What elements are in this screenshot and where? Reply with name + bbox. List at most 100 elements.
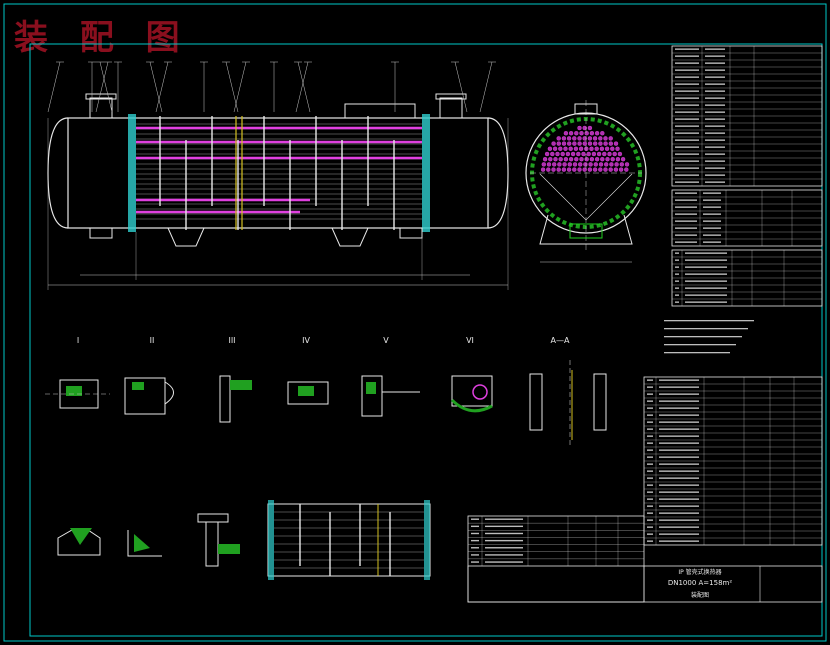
tube-hole (593, 162, 598, 167)
view-label-5: V (383, 336, 389, 345)
design-table-cell-text (705, 132, 725, 134)
leader-line (155, 61, 169, 113)
design-table-cell-text (705, 104, 725, 106)
design-table-cell-text (675, 181, 699, 183)
tube-hole (603, 136, 608, 141)
design-table-cell-text (705, 181, 725, 183)
design-table-cell-text (705, 174, 725, 176)
detail-part (124, 377, 166, 415)
right-tubesheet (422, 114, 430, 232)
test-table-cell-text (703, 199, 721, 201)
lower-parts-cell-text (471, 518, 479, 520)
note-text (664, 344, 736, 346)
leader-line (47, 61, 61, 113)
parts-cell-text (659, 498, 699, 500)
test-table-cell-text (675, 227, 697, 229)
test-table-cell-text (675, 234, 697, 236)
tube-layout (539, 125, 633, 221)
view-label-4: IV (302, 336, 310, 345)
tube-hole (563, 146, 568, 152)
tube-hole (567, 162, 572, 167)
tubesheet-sketch (424, 500, 430, 580)
left-tubesheet (128, 114, 136, 232)
nozzle-table-cell-text (675, 287, 679, 289)
leader-line (454, 61, 468, 113)
parts-cell-text (659, 435, 699, 437)
tube-hole (613, 167, 619, 172)
design-table-cell-text (705, 69, 725, 71)
tube-hole (584, 146, 589, 152)
parts-cell-text (647, 491, 653, 493)
parts-cell-text (647, 498, 653, 500)
tube-hole (602, 151, 607, 157)
nozzle (439, 97, 463, 119)
weld-hatch (134, 534, 150, 552)
parts-cell-text (647, 456, 653, 458)
lower-parts-cell-text (471, 539, 479, 542)
lower-parts-cell-text (485, 532, 523, 535)
test-table-cell-text (675, 241, 697, 243)
tube-hole (583, 162, 588, 167)
tube-hole (566, 136, 572, 141)
tube-hole (567, 141, 572, 146)
tube-hole (598, 141, 603, 146)
tube-hole (572, 141, 577, 146)
leader-line (99, 61, 113, 113)
tube-hole (576, 151, 581, 157)
parts-cell-text (659, 379, 699, 381)
tube-hole (596, 151, 602, 157)
leader-line (479, 61, 493, 113)
parts-cell-text (659, 540, 699, 542)
parts-cell-text (647, 393, 653, 395)
parts-cell-text (647, 449, 653, 451)
tube-hole (568, 156, 574, 162)
design-table-cell-text (705, 146, 725, 148)
lower-parts-cell-text (471, 554, 479, 556)
tube-hole (589, 130, 595, 136)
detail-part (287, 381, 329, 405)
note-text (664, 352, 730, 354)
parts-cell-text (659, 449, 699, 451)
tube-hole (544, 151, 550, 157)
nozzle-table-cell-text (685, 259, 727, 261)
parts-list (643, 376, 823, 546)
saddle-support (331, 227, 369, 247)
parts-cell-text (659, 421, 699, 423)
title-line-2: DN1000 A=158m² (668, 579, 732, 587)
weld-hatch (70, 528, 92, 545)
tube-hole (572, 162, 578, 167)
test-table-cell-text (703, 241, 721, 243)
tube-hole (562, 162, 567, 167)
nozzle-table-cell-text (675, 252, 679, 254)
right-head (487, 117, 509, 229)
parts-cell-text (659, 533, 699, 535)
tube-hole (594, 156, 600, 162)
tube-hole (572, 167, 577, 172)
tube-hole (581, 151, 586, 157)
design-table-cell-text (675, 90, 699, 92)
nozzle-table-cell-text (675, 259, 679, 261)
parts-cell-text (647, 414, 653, 416)
lower-parts-cell-text (471, 525, 479, 528)
tube-hole (589, 156, 595, 162)
top-nozzle (574, 103, 598, 115)
view-label-3: III (228, 336, 235, 345)
design-table-cell-text (705, 125, 725, 127)
view-label-2: II (150, 336, 155, 345)
test-table-cell-text (675, 192, 697, 194)
nozzle-table-cell-text (675, 280, 679, 282)
parts-cell-text (659, 386, 699, 388)
note-text (664, 320, 754, 322)
tube-hole (553, 156, 558, 162)
tube-hole (550, 151, 555, 157)
technical-notes (664, 320, 754, 354)
technical-data-tables (664, 45, 823, 354)
parts-cell-text (659, 442, 699, 444)
parts-cell-text (647, 400, 653, 402)
tube-hole (587, 125, 593, 131)
design-table-cell-text (675, 48, 699, 50)
leader-line (149, 61, 163, 113)
design-table-cell-text (675, 55, 699, 57)
